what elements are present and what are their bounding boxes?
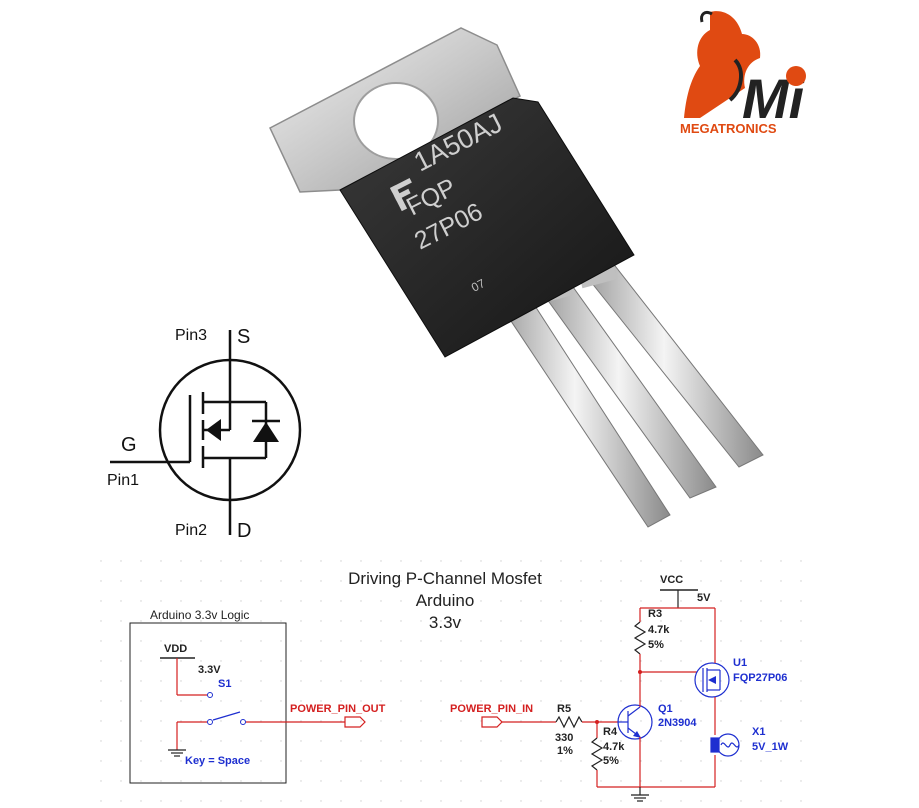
- schematic-title-line3: 3.3v: [429, 613, 462, 632]
- mosfet-symbol: [110, 330, 302, 535]
- resistor-r3: [633, 621, 647, 655]
- plastic-body: [339, 97, 635, 358]
- r5-value: 330: [555, 732, 573, 744]
- switch-label: S1: [218, 678, 231, 690]
- u1-arrow-icon: [708, 676, 716, 684]
- arduino-box: [129, 622, 287, 784]
- r4-value: 4.7k: [603, 741, 625, 753]
- power-in-label: POWER_PIN_IN: [450, 703, 533, 715]
- key-label: Key = Space: [185, 755, 250, 767]
- power-out-label: POWER_PIN_OUT: [290, 703, 386, 715]
- power-out-connector-icon: [344, 716, 366, 728]
- pin2-label: Pin2: [175, 522, 207, 539]
- drain-label: D: [237, 520, 251, 542]
- resistor-r5: [555, 715, 583, 729]
- x1-part: 5V_1W: [752, 741, 789, 753]
- mosfet-package-photo: 1A50AJ FQP 27P06 07: [269, 27, 764, 528]
- vdd-value: 3.3V: [198, 664, 221, 676]
- body-diode-icon: [253, 422, 279, 442]
- schematic-title-line1: Driving P-Channel Mosfet: [348, 569, 542, 588]
- pin1-label: Pin1: [107, 472, 139, 489]
- u1-name: U1: [733, 657, 747, 669]
- logo-dot: [786, 66, 806, 86]
- q1-emitter-arrow-icon: [633, 731, 641, 738]
- switch-s1: [212, 711, 241, 721]
- power-in-connector-icon: [481, 716, 503, 728]
- q1-part: 2N3904: [658, 717, 697, 729]
- u1-part: FQP27P06: [733, 672, 787, 684]
- ground-icon: [168, 749, 186, 757]
- vdd-label: VDD: [164, 643, 187, 655]
- resistor-r4: [590, 737, 604, 771]
- mosfet-u1: [694, 662, 730, 698]
- fairchild-logo-icon: [390, 178, 412, 212]
- lamp-x1: [710, 733, 740, 757]
- source-label: S: [237, 326, 250, 348]
- arduino-box-title: Arduino 3.3v Logic: [150, 608, 249, 622]
- r5-tol: 1%: [557, 745, 573, 757]
- pin3-label: Pin3: [175, 327, 207, 344]
- channel-arrow-icon: [206, 419, 221, 441]
- r4-tol: 5%: [603, 755, 619, 767]
- schematic: Driving P-Channel Mosfet Arduino 3.3v Ar…: [100, 550, 810, 805]
- vcc-value: 5V: [697, 592, 711, 604]
- logo-text: MEGATRONICS: [680, 121, 777, 136]
- marking-code: 07: [469, 276, 488, 295]
- ground-icon: [631, 794, 649, 802]
- schematic-title-line2: Arduino: [416, 591, 475, 610]
- r3-tol: 5%: [648, 639, 664, 651]
- r3-name: R3: [648, 608, 662, 620]
- r4-name: R4: [603, 726, 618, 738]
- goat-mascot-icon: [684, 10, 761, 119]
- vcc-label: VCC: [660, 574, 683, 586]
- r3-value: 4.7k: [648, 624, 670, 636]
- gate-label: G: [121, 434, 137, 456]
- r5-name: R5: [557, 703, 571, 715]
- schematic-grid: [100, 550, 810, 805]
- x1-name: X1: [752, 726, 765, 738]
- mounting-hole: [353, 82, 439, 160]
- megatronics-logo: Mi MEGATRONICS: [680, 10, 806, 136]
- q1-name: Q1: [658, 703, 673, 715]
